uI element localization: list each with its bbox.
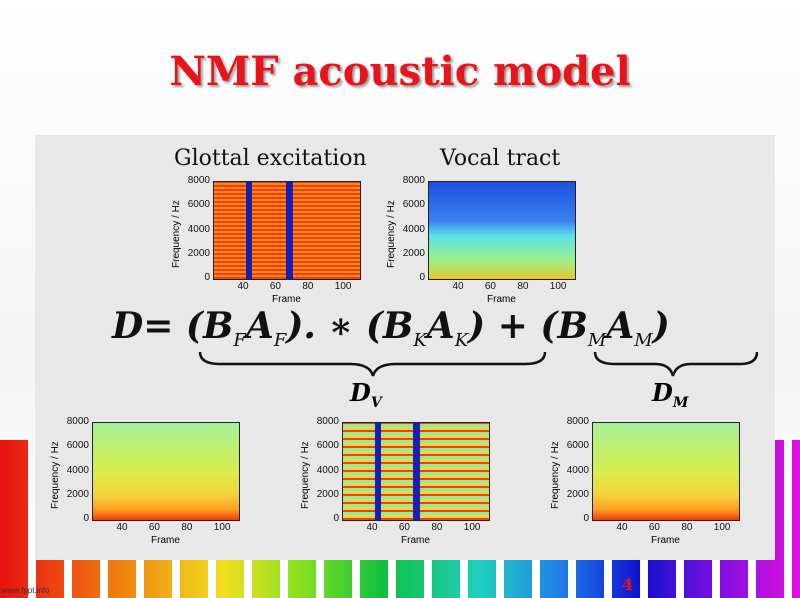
x-axis-label: Frame <box>401 535 430 546</box>
y-axis-label: Frequency / Hz <box>386 200 397 268</box>
y-tick-label: 0 <box>83 513 89 524</box>
x-tick-label: 40 <box>366 522 378 533</box>
y-tick-label: 6000 <box>66 440 89 452</box>
x-tick-label: 60 <box>269 281 281 292</box>
x-tick-label: 60 <box>484 281 496 292</box>
label-dv: DV <box>350 378 382 411</box>
y-tick-label: 4000 <box>402 223 425 235</box>
x-tick-label: 100 <box>213 522 231 533</box>
y-tick-label: 4000 <box>566 464 589 476</box>
x-tick-label: 40 <box>616 522 628 533</box>
y-tick-label: 4000 <box>187 223 210 235</box>
x-tick-label: 60 <box>398 522 410 533</box>
y-tick-label: 0 <box>583 513 589 524</box>
y-tick-label: 2000 <box>66 488 89 500</box>
x-tick-label: 60 <box>648 522 660 533</box>
x-tick-label: 40 <box>116 522 128 533</box>
spectrogram-glottal <box>213 181 361 280</box>
x-tick-label: 80 <box>302 281 314 292</box>
label-dm: DM <box>652 378 689 411</box>
spectrogram-mixture <box>92 422 240 521</box>
x-tick-label: 40 <box>452 281 464 292</box>
slide-title: NMF acoustic model <box>169 48 631 95</box>
y-tick-label: 0 <box>419 272 425 283</box>
y-axis-label: Frequency / Hz <box>171 200 182 268</box>
y-tick-label: 8000 <box>187 175 210 186</box>
y-tick-label: 0 <box>333 513 339 524</box>
x-tick-label: 80 <box>681 522 693 533</box>
x-tick-label: 80 <box>181 522 193 533</box>
equation: D= (BFAF). ∗ (BKAK) + (BMAM) <box>112 305 670 352</box>
caption-vocal-tract: Vocal tract <box>440 146 561 171</box>
x-axis-label: Frame <box>651 535 680 546</box>
y-axis-label: Frequency / Hz <box>300 441 311 509</box>
y-tick-label: 8000 <box>402 175 425 186</box>
x-axis-label: Frame <box>272 294 301 305</box>
x-tick-label: 100 <box>713 522 731 533</box>
y-tick-label: 2000 <box>402 247 425 259</box>
y-tick-label: 6000 <box>402 199 425 211</box>
x-tick-label: 100 <box>549 281 567 292</box>
y-tick-label: 4000 <box>66 464 89 476</box>
y-tick-label: 0 <box>204 272 210 283</box>
y-tick-label: 2000 <box>187 247 210 259</box>
caption-glottal-excitation: Glottal excitation <box>174 146 367 171</box>
spectrogram-vocal <box>428 181 576 280</box>
y-tick-label: 8000 <box>316 416 339 427</box>
x-tick-label: 60 <box>148 522 160 533</box>
y-tick-label: 4000 <box>316 464 339 476</box>
x-tick-label: 80 <box>517 281 529 292</box>
x-tick-label: 40 <box>237 281 249 292</box>
y-axis-label: Frequency / Hz <box>550 441 561 509</box>
y-tick-label: 2000 <box>566 488 589 500</box>
x-tick-label: 100 <box>334 281 352 292</box>
y-tick-label: 6000 <box>187 199 210 211</box>
y-tick-label: 8000 <box>66 416 89 427</box>
x-tick-label: 100 <box>463 522 481 533</box>
underbraces <box>198 351 759 377</box>
page-number: 4 <box>622 575 634 594</box>
y-tick-label: 2000 <box>316 488 339 500</box>
spectrogram-dm <box>592 422 740 521</box>
x-tick-label: 80 <box>431 522 443 533</box>
spectrogram-dv <box>342 422 490 521</box>
y-tick-label: 6000 <box>566 440 589 452</box>
y-tick-label: 8000 <box>566 416 589 427</box>
y-tick-label: 6000 <box>316 440 339 452</box>
footer-url: www.fppt.info <box>2 586 50 595</box>
y-axis-label: Frequency / Hz <box>50 441 61 509</box>
x-axis-label: Frame <box>151 535 180 546</box>
x-axis-label: Frame <box>487 294 516 305</box>
